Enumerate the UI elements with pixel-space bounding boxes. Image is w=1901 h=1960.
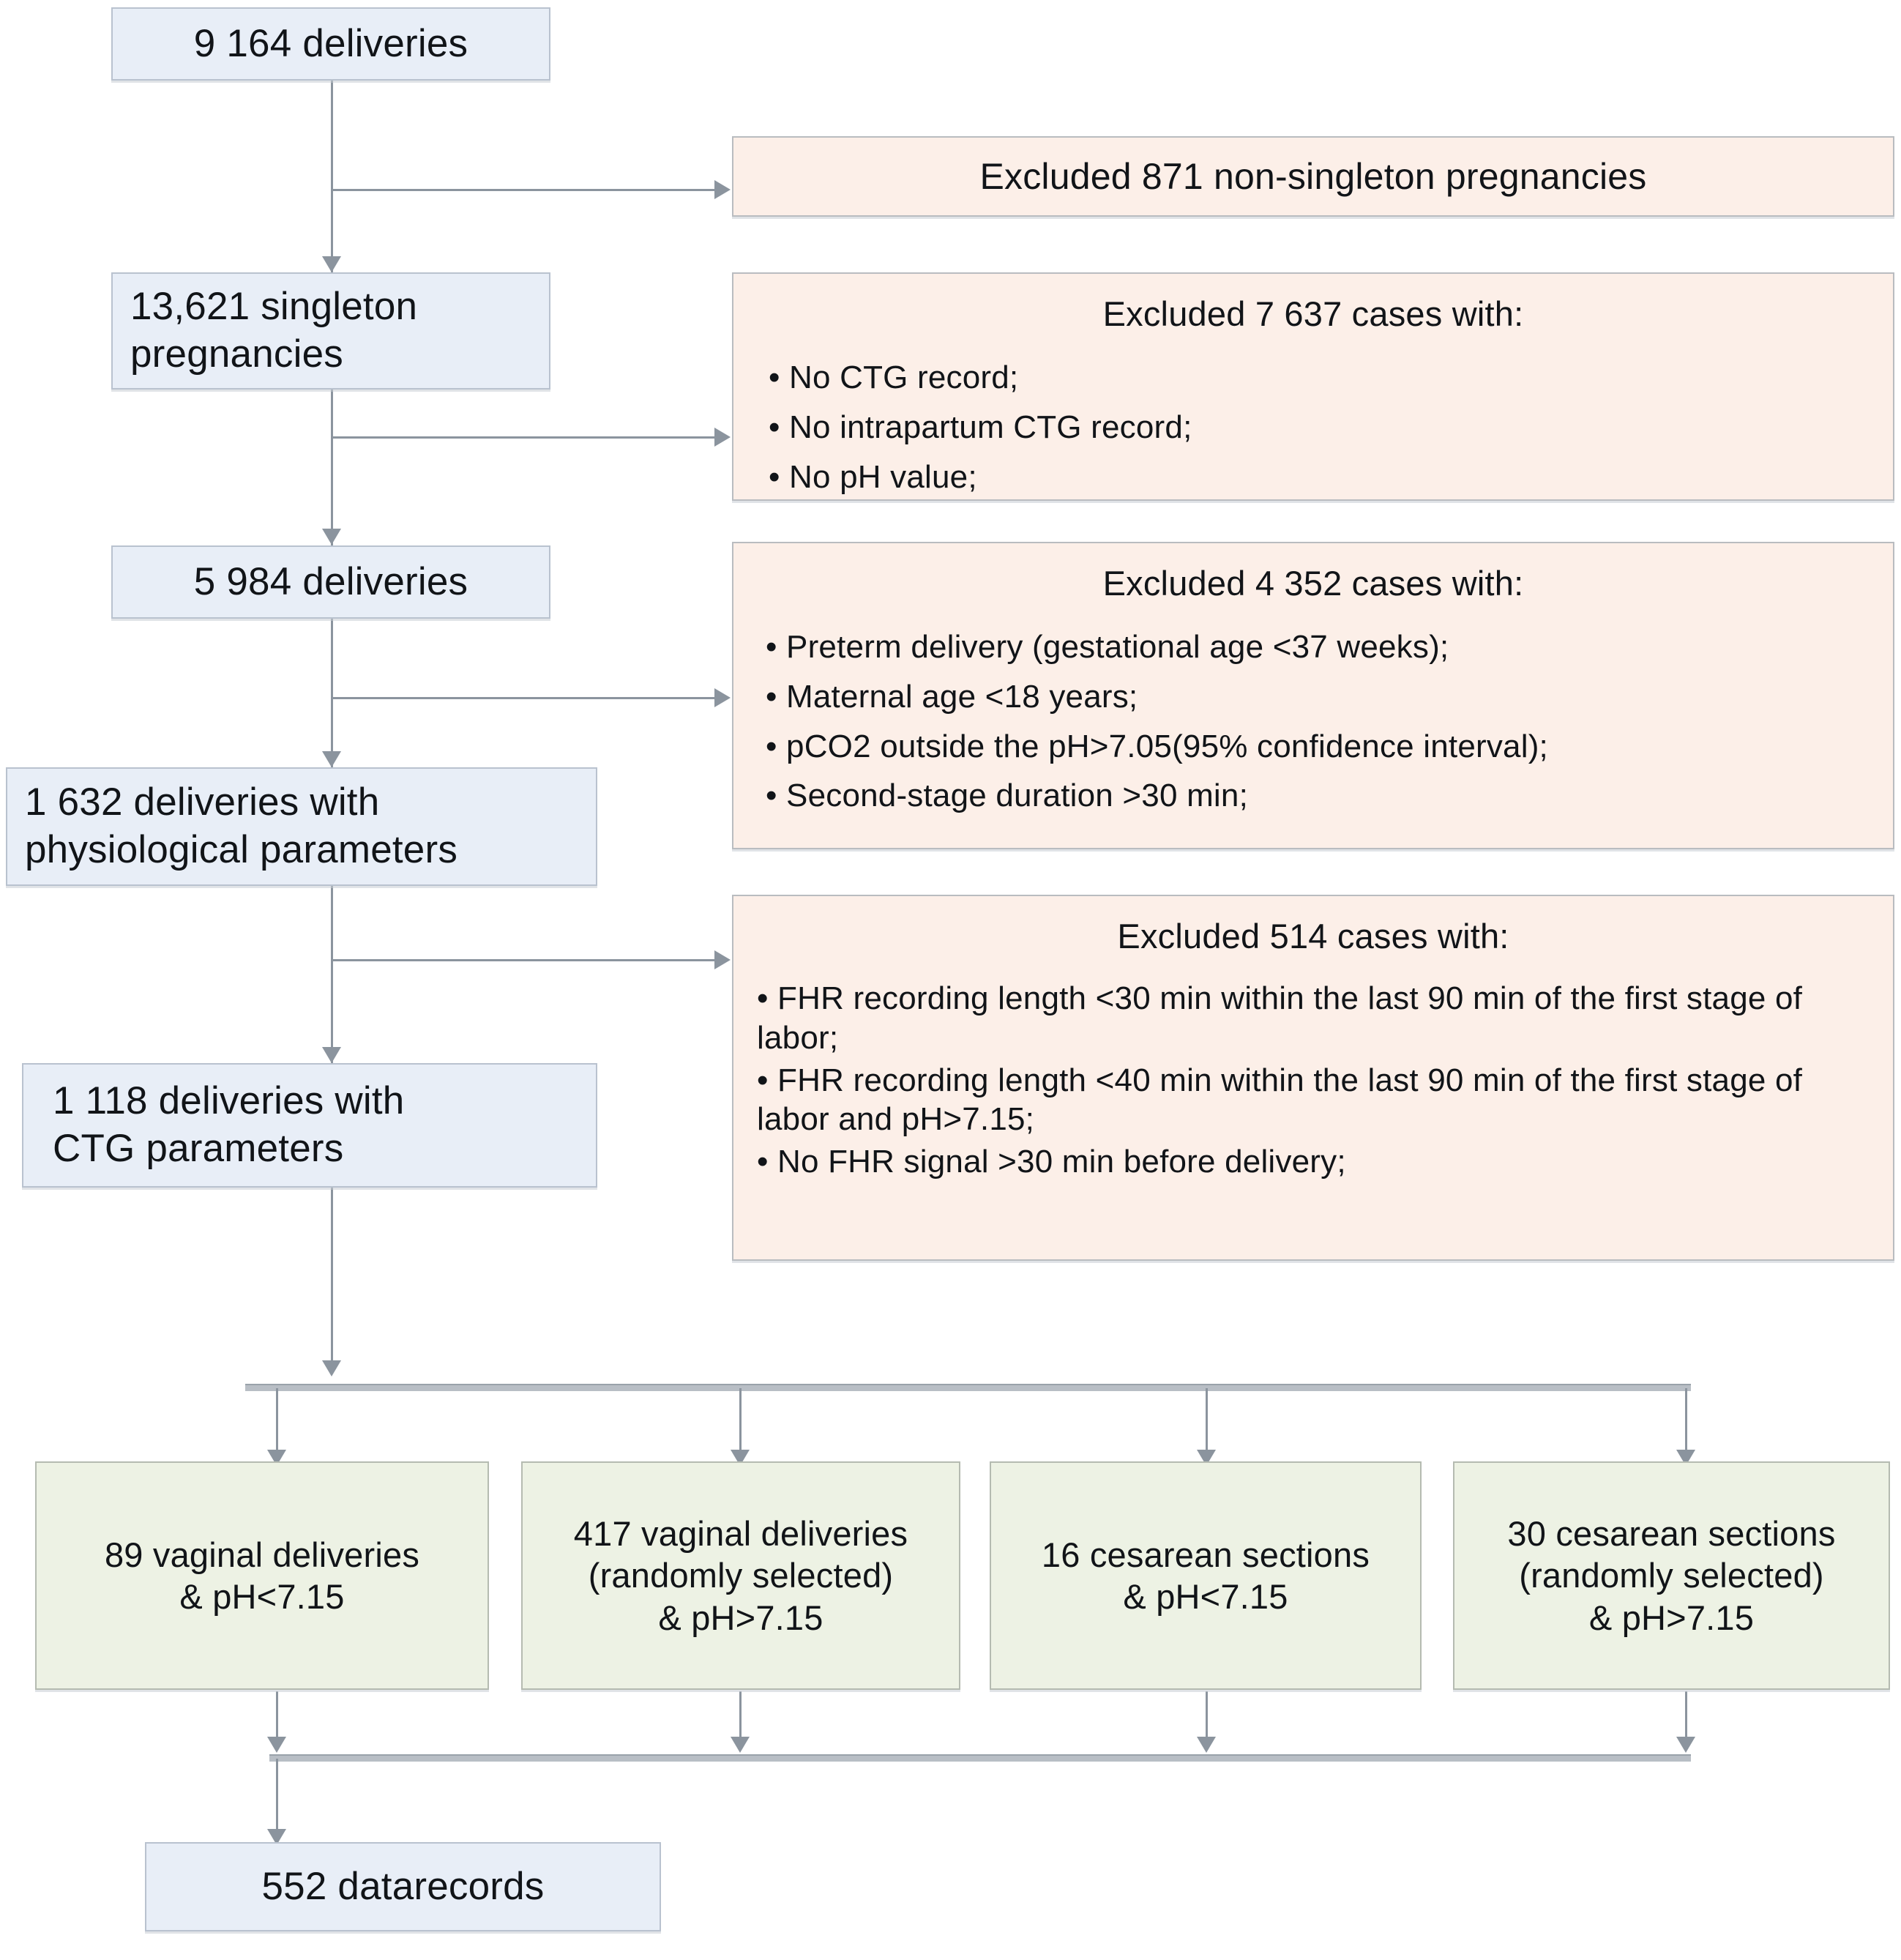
connector-split-g2 xyxy=(739,1388,742,1461)
connector-g3-mergebar xyxy=(1206,1691,1208,1750)
exclusion-non-singleton[interactable]: Excluded 871 non-singleton pregnancies xyxy=(732,136,1894,219)
connector-g4-mergebar xyxy=(1685,1691,1687,1750)
connector-n5-splitbar xyxy=(331,1149,333,1369)
group-vaginal-high-ph-line2: (randomly selected) xyxy=(588,1556,894,1595)
group-cesarean-high-ph-line1: 30 cesarean sections xyxy=(1507,1514,1836,1553)
arrowhead-n3-e3 xyxy=(714,688,731,707)
group-vaginal-high-ph[interactable]: 417 vaginal deliveries (randomly selecte… xyxy=(521,1461,960,1692)
exclusion-514-header: Excluded 514 cases with: xyxy=(1117,917,1509,955)
group-cesarean-high-ph-line3: & pH>7.15 xyxy=(1588,1598,1755,1637)
connector-n3-e3 xyxy=(331,697,722,699)
connector-split-g1 xyxy=(276,1388,278,1461)
arrowhead-n1-e1 xyxy=(714,180,731,199)
connector-n2-e2 xyxy=(331,436,722,439)
node-deliveries-5984-label: 5 984 deliveries xyxy=(193,559,468,603)
exclusion-4352-bullet-4: • Second-stage duration >30 min; xyxy=(766,778,1248,814)
group-vaginal-high-ph-line1: 417 vaginal deliveries xyxy=(573,1514,908,1553)
node-physiological-parameters-line2: physiological parameters xyxy=(25,828,458,871)
arrowhead-g1-mergebar xyxy=(267,1737,286,1753)
exclusion-7637-bullet-2: • No intrapartum CTG record; xyxy=(769,409,1192,445)
exclusion-7637-bullets: • No CTG record; • No intrapartum CTG re… xyxy=(755,354,1871,507)
exclusion-4352-bullets: • Preterm delivery (gestational age <37 … xyxy=(752,623,1874,826)
group-cesarean-high-ph-line2: (randomly selected) xyxy=(1519,1556,1824,1595)
group-cesarean-low-ph[interactable]: 16 cesarean sections & pH<7.15 xyxy=(990,1461,1422,1692)
exclusion-4352-bullet-1: • Preterm delivery (gestational age <37 … xyxy=(766,629,1449,666)
exclusion-7637-bullet-3: • No pH value; xyxy=(769,458,977,495)
group-vaginal-low-ph[interactable]: 89 vaginal deliveries & pH<7.15 xyxy=(35,1461,489,1692)
arrowhead-n5-splitbar xyxy=(322,1360,341,1376)
arrowhead-n4-e4 xyxy=(714,950,731,969)
merge-bar xyxy=(269,1754,1691,1762)
exclusion-514-bullets: • FHR recording length <30 min within th… xyxy=(752,976,1874,1184)
connector-g2-mergebar xyxy=(739,1691,742,1750)
arrowhead-n2-e2 xyxy=(714,428,731,447)
exclusion-4352[interactable]: Excluded 4 352 cases with: • Preterm del… xyxy=(732,542,1894,852)
group-vaginal-low-ph-line2: & pH<7.15 xyxy=(179,1577,345,1616)
arrowhead-mergebar-n6 xyxy=(267,1829,286,1845)
arrowhead-g3-mergebar xyxy=(1197,1737,1216,1753)
node-ctg-parameters-line1: 1 118 deliveries with xyxy=(53,1079,405,1123)
group-cesarean-high-ph[interactable]: 30 cesarean sections (randomly selected)… xyxy=(1453,1461,1890,1692)
node-datarecords[interactable]: 552 datarecords xyxy=(145,1842,661,1934)
exclusion-4352-bullet-3: • pCO2 outside the pH>7.05(95% confidenc… xyxy=(766,728,1548,764)
group-vaginal-low-ph-line1: 89 vaginal deliveries xyxy=(104,1535,420,1574)
exclusion-514-bullet-2: • FHR recording length <40 min within th… xyxy=(757,1062,1803,1138)
connector-split-g3 xyxy=(1206,1388,1208,1461)
exclusion-7637-header: Excluded 7 637 cases with: xyxy=(1102,294,1524,333)
exclusion-514[interactable]: Excluded 514 cases with: • FHR recording… xyxy=(732,895,1894,1263)
node-deliveries-5984[interactable]: 5 984 deliveries xyxy=(111,545,550,621)
node-physiological-parameters-line1: 1 632 deliveries with xyxy=(25,780,380,824)
connector-n1-e1 xyxy=(331,189,722,191)
exclusion-non-singleton-header: Excluded 871 non-singleton pregnancies xyxy=(979,155,1647,197)
arrowhead-g2-mergebar xyxy=(731,1737,750,1753)
exclusion-514-bullet-3: • No FHR signal >30 min before delivery; xyxy=(757,1144,1346,1180)
exclusion-4352-bullet-2: • Maternal age <18 years; xyxy=(766,679,1138,715)
node-total-deliveries-label: 9 164 deliveries xyxy=(193,21,468,65)
exclusion-514-bullet-1: • FHR recording length <30 min within th… xyxy=(757,980,1803,1056)
split-bar xyxy=(245,1384,1691,1391)
node-ctg-parameters[interactable]: 1 118 deliveries with CTG parameters xyxy=(22,1063,597,1190)
connector-g1-mergebar xyxy=(276,1691,278,1750)
group-cesarean-low-ph-line2: & pH<7.15 xyxy=(1123,1577,1288,1616)
node-datarecords-label: 552 datarecords xyxy=(261,1864,545,1908)
exclusion-7637-bullet-1: • No CTG record; xyxy=(769,359,1019,396)
node-singleton-pregnancies[interactable]: 13,621 singleton pregnancies xyxy=(111,272,550,392)
node-ctg-parameters-line2: CTG parameters xyxy=(53,1127,344,1170)
node-singleton-pregnancies-line1: 13,621 singleton xyxy=(130,285,418,329)
arrowhead-g4-mergebar xyxy=(1676,1737,1695,1753)
connector-split-g4 xyxy=(1685,1388,1687,1461)
connector-n1-n2 xyxy=(331,81,333,271)
arrowhead-n3-n4 xyxy=(322,751,341,767)
connector-n4-e4 xyxy=(331,959,722,961)
node-singleton-pregnancies-line2: pregnancies xyxy=(130,332,343,376)
exclusion-7637[interactable]: Excluded 7 637 cases with: • No CTG reco… xyxy=(732,272,1894,503)
group-cesarean-low-ph-line1: 16 cesarean sections xyxy=(1041,1535,1370,1574)
connector-mergebar-n6 xyxy=(276,1759,278,1839)
group-vaginal-high-ph-line3: & pH>7.15 xyxy=(658,1598,823,1637)
node-total-deliveries[interactable]: 9 164 deliveries xyxy=(111,7,550,83)
exclusion-4352-header: Excluded 4 352 cases with: xyxy=(1102,564,1524,603)
connector-n2-n3 xyxy=(331,242,333,545)
connector-n4-n5 xyxy=(331,842,333,1065)
arrowhead-n4-n5 xyxy=(322,1047,341,1063)
node-physiological-parameters[interactable]: 1 632 deliveries with physiological para… xyxy=(6,767,597,888)
connector-n3-n4 xyxy=(331,527,333,769)
